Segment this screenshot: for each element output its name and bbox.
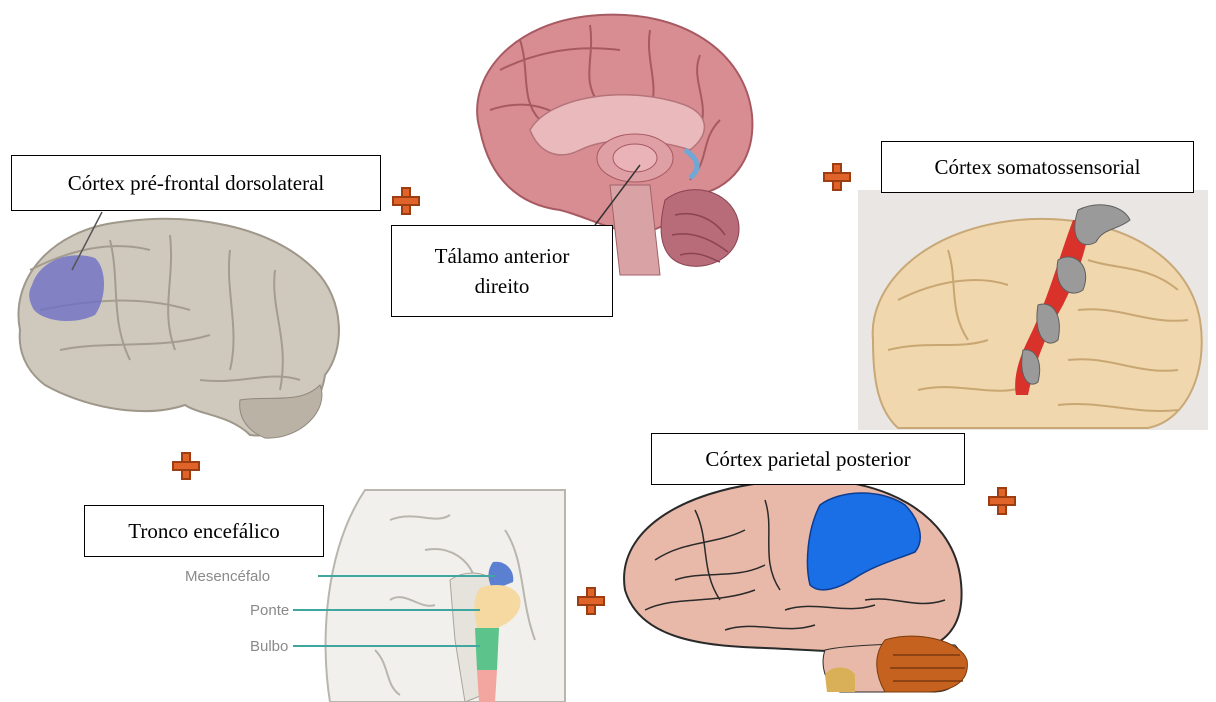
somatosensory-label: Córtex somatossensorial [881, 141, 1194, 193]
dlpfc-label: Córtex pré-frontal dorsolateral [11, 155, 381, 211]
somatosensory-brain-illustration [858, 190, 1208, 430]
bulbo-label: Bulbo [250, 638, 288, 655]
plus-icon [577, 587, 605, 615]
parietal-label: Córtex parietal posterior [651, 433, 965, 485]
plus-icon [392, 187, 420, 215]
parietal-brain-illustration [615, 470, 975, 695]
thalamus-label: Tálamo anterior direito [391, 225, 613, 317]
ponte-label: Ponte [250, 602, 289, 619]
plus-icon [172, 452, 200, 480]
dlpfc-brain-illustration [0, 200, 345, 450]
mesencefalo-label: Mesencéfalo [185, 568, 270, 585]
bulbo-region [475, 628, 499, 670]
plus-icon [823, 163, 851, 191]
brainstem-label: Tronco encefálico [84, 505, 324, 557]
plus-icon [988, 487, 1016, 515]
